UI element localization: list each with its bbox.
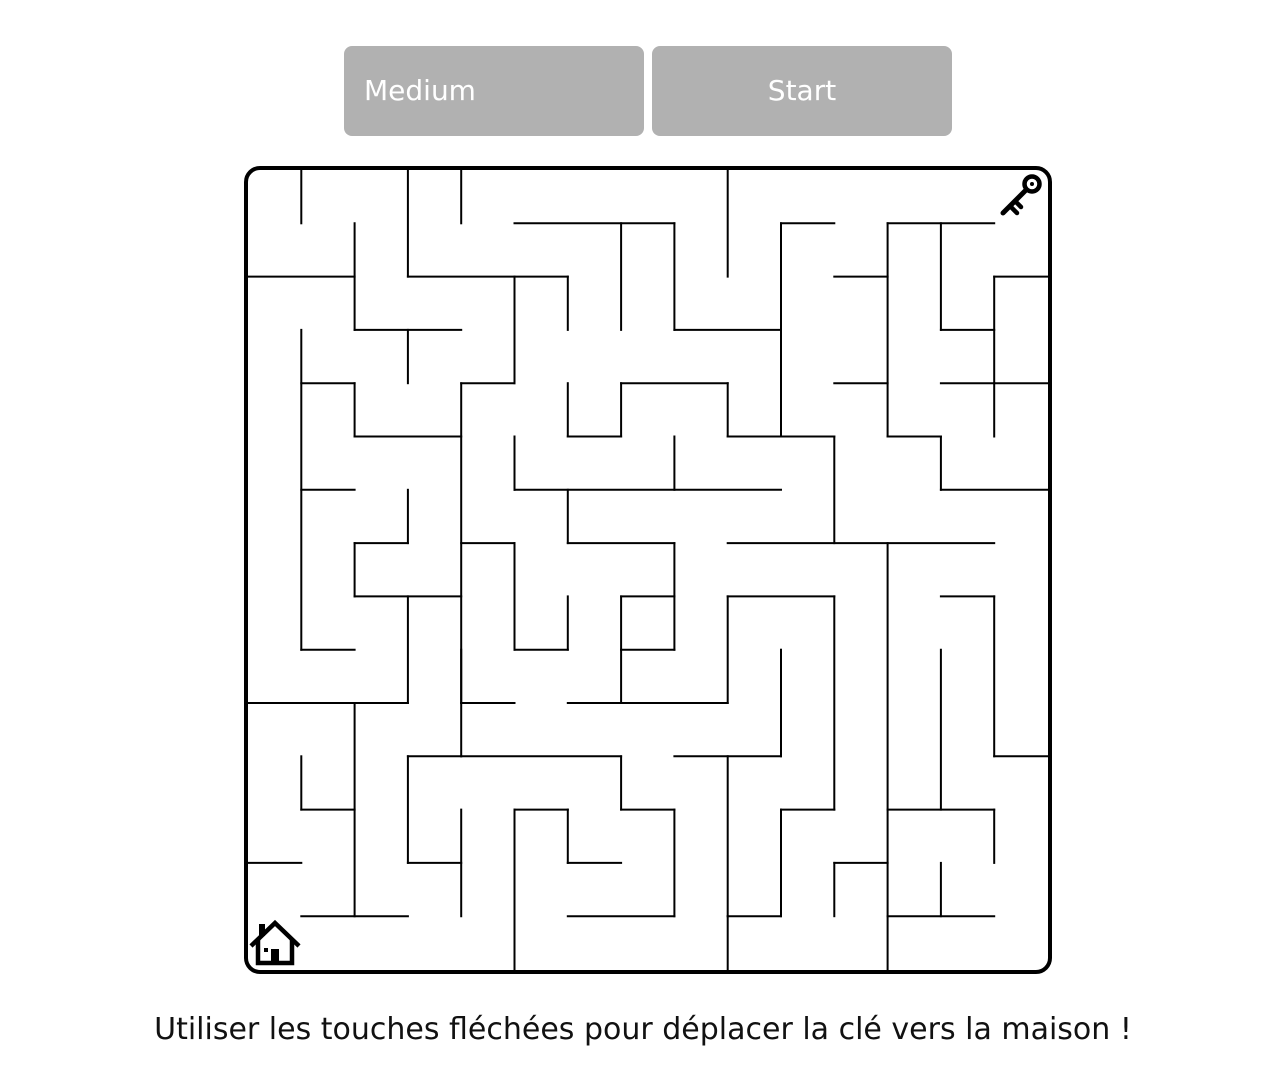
home-icon [249,919,301,966]
controls-bar: Medium Start [344,46,952,136]
maze-canvas [244,166,1052,974]
key-icon [1000,174,1042,216]
difficulty-select[interactable]: Medium [344,46,644,136]
maze-walls [247,169,1049,971]
start-button[interactable]: Start [652,46,952,136]
maze-border [244,166,1052,974]
maze-board[interactable] [244,166,1052,974]
instructions-text: Utiliser les touches fléchées pour dépla… [154,1012,1132,1047]
